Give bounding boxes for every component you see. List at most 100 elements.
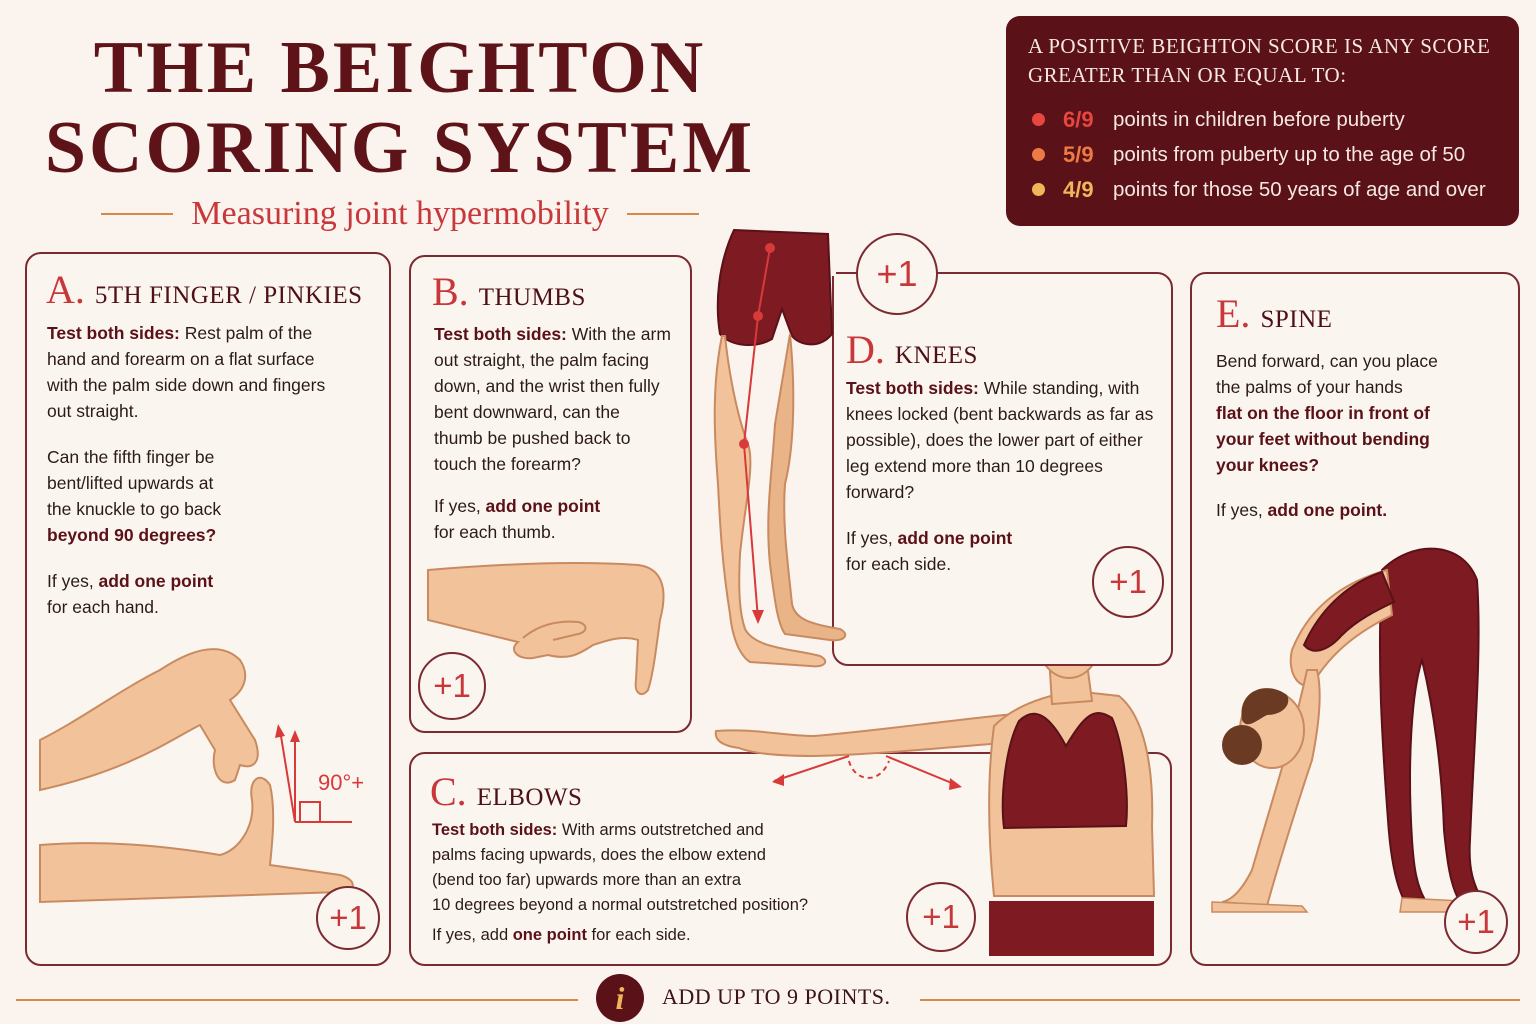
bold-text: add one point	[485, 496, 601, 516]
subtitle-rule-right	[626, 213, 699, 215]
card-a-scoring: If yes, add one point for each hand.	[47, 568, 377, 620]
card-name: 5TH FINGER / PINKIES	[94, 282, 363, 309]
text: With the arm	[566, 324, 671, 344]
text-line: leg extend more than 10 degrees	[846, 456, 1103, 476]
title-line-2: SCORING SYSTEM	[44, 107, 756, 189]
bold-text: your feet without bending	[1216, 429, 1430, 449]
score-heading-line-1: A POSITIVE BEIGHTON SCORE IS ANY SCORE	[1028, 34, 1491, 58]
page-title: THE BEIGHTON SCORING SYSTEM	[40, 28, 760, 188]
card-name: THUMBS	[478, 284, 586, 311]
footer-rule-left	[16, 999, 578, 1001]
text-line: (bend too far) upwards more than an extr…	[432, 871, 742, 889]
card-name: KNEES	[894, 342, 978, 369]
card-a-title: A. 5TH FINGER / PINKIES	[46, 266, 363, 313]
text-line: for each hand.	[47, 597, 159, 617]
score-text: points from puberty up to the age of 50	[1113, 142, 1466, 166]
plus-one-badge: +1	[1444, 890, 1508, 954]
subtitle-row: Measuring joint hypermobility	[70, 192, 730, 236]
plus-one-badge: +1	[856, 233, 938, 315]
text: Rest palm of the	[179, 323, 313, 343]
text: If yes,	[434, 496, 486, 516]
text-line: touch the forearm?	[434, 454, 581, 474]
text: If yes, add	[432, 926, 513, 944]
text-line: bent/lifted upwards at	[47, 473, 214, 493]
text: If yes,	[1216, 500, 1268, 520]
bold-text: flat on the floor in front of	[1216, 403, 1430, 423]
text-line: forward?	[846, 482, 915, 502]
text-line: palms facing upwards, does the elbow ext…	[432, 846, 766, 864]
score-box-heading: A POSITIVE BEIGHTON SCORE IS ANY SCORE G…	[1028, 32, 1497, 90]
score-text: points in children before puberty	[1113, 107, 1405, 131]
card-letter: E.	[1216, 291, 1251, 336]
card-b-instructions: Test both sides: With the arm out straig…	[434, 321, 684, 477]
card-d-scoring: If yes, add one point for each side.	[846, 525, 1166, 577]
score-item-children: 6/9 points in children before puberty	[1028, 102, 1497, 137]
footer-total-note: ADD UP TO 9 POINTS.	[662, 984, 891, 1009]
bold-text: one point	[512, 926, 587, 944]
text-line: with the palm side down and fingers	[47, 375, 326, 395]
plus-one-badge: +1	[906, 882, 976, 952]
knees-legs-illustration	[713, 228, 847, 668]
score-value: 5/9	[1063, 141, 1094, 167]
info-icon: i	[596, 974, 644, 1022]
card-letter: B.	[432, 269, 469, 314]
text-line: for each side.	[846, 554, 952, 574]
plus-one-badge: +1	[316, 886, 380, 950]
spine-woman-illustration	[1211, 547, 1489, 913]
card-letter: D.	[846, 327, 885, 372]
card-b-title: B. THUMBS	[432, 268, 586, 315]
score-value: 6/9	[1063, 106, 1094, 132]
text-line: knees locked (bent backwards as far as	[846, 404, 1154, 424]
card-c-instructions: Test both sides: With arms outstretched …	[432, 818, 852, 918]
card-letter: A.	[46, 267, 85, 312]
text: While standing, with	[978, 378, 1140, 398]
positive-score-box: A POSITIVE BEIGHTON SCORE IS ANY SCORE G…	[1006, 16, 1519, 226]
thumb-hand-illustration	[427, 561, 665, 696]
text-line: hand and forearm on a flat surface	[47, 349, 315, 369]
score-value: 4/9	[1063, 176, 1094, 202]
bold-text: beyond 90 degrees?	[47, 525, 217, 545]
card-b-scoring: If yes, add one point for each thumb.	[434, 493, 684, 545]
text-line: down, and the wrist then fully	[434, 376, 660, 396]
card-letter: C.	[430, 769, 467, 814]
text: If yes,	[47, 571, 99, 591]
bold-text: add one point	[897, 528, 1013, 548]
angle-label: 90°+	[318, 770, 364, 795]
score-item-over-50: 4/9 points for those 50 years of age and…	[1028, 172, 1497, 207]
card-e-scoring: If yes, add one point.	[1216, 497, 1511, 523]
pinky-hand-illustration: 90°+	[39, 648, 364, 904]
text: for each side.	[586, 926, 691, 944]
bold-label: Test both sides:	[846, 378, 979, 398]
card-a-instructions: Test both sides: Rest palm of the hand a…	[47, 320, 377, 424]
text-line: Can the fifth finger be	[47, 447, 215, 467]
text-line: Bend forward, can you place	[1216, 351, 1438, 371]
bold-label: Test both sides:	[47, 323, 180, 343]
plus-one-badge: +1	[1092, 546, 1164, 618]
title-line-1: THE BEIGHTON	[93, 27, 707, 109]
text-line: for each thumb.	[434, 522, 556, 542]
subtitle-rule-left	[101, 213, 174, 215]
plus-one-badge: +1	[418, 652, 486, 720]
card-c-title: C. ELBOWS	[430, 768, 582, 815]
score-heading-line-2: GREATER THAN OR EQUAL TO:	[1028, 63, 1347, 87]
card-e-instructions: Bend forward, can you place the palms of…	[1216, 348, 1511, 478]
bullet-dot-icon	[1032, 113, 1045, 126]
text-line: out straight.	[47, 401, 139, 421]
score-threshold-list: 6/9 points in children before puberty 5/…	[1028, 102, 1497, 207]
text-line: out straight, the palm facing	[434, 350, 649, 370]
text-line: 10 degrees beyond a normal outstretched …	[432, 896, 809, 914]
text-line: bent downward, can the	[434, 402, 620, 422]
card-a-question: Can the fifth finger be bent/lifted upwa…	[47, 444, 377, 548]
text-line: possible), does the lower part of either	[846, 430, 1143, 450]
card-d-title: D. KNEES	[846, 326, 978, 373]
footer-rule-right	[920, 999, 1520, 1001]
text-line: the knuckle to go back	[47, 499, 222, 519]
bold-text: your knees?	[1216, 455, 1320, 475]
subtitle: Measuring joint hypermobility	[191, 195, 609, 232]
card-e-title: E. SPINE	[1216, 290, 1332, 337]
bold-text: add one point	[98, 571, 214, 591]
text: If yes,	[846, 528, 898, 548]
card-c-scoring: If yes, add one point for each side.	[432, 922, 852, 948]
elbow-woman-illustration	[714, 597, 1156, 956]
bold-text: add one point.	[1267, 500, 1388, 520]
